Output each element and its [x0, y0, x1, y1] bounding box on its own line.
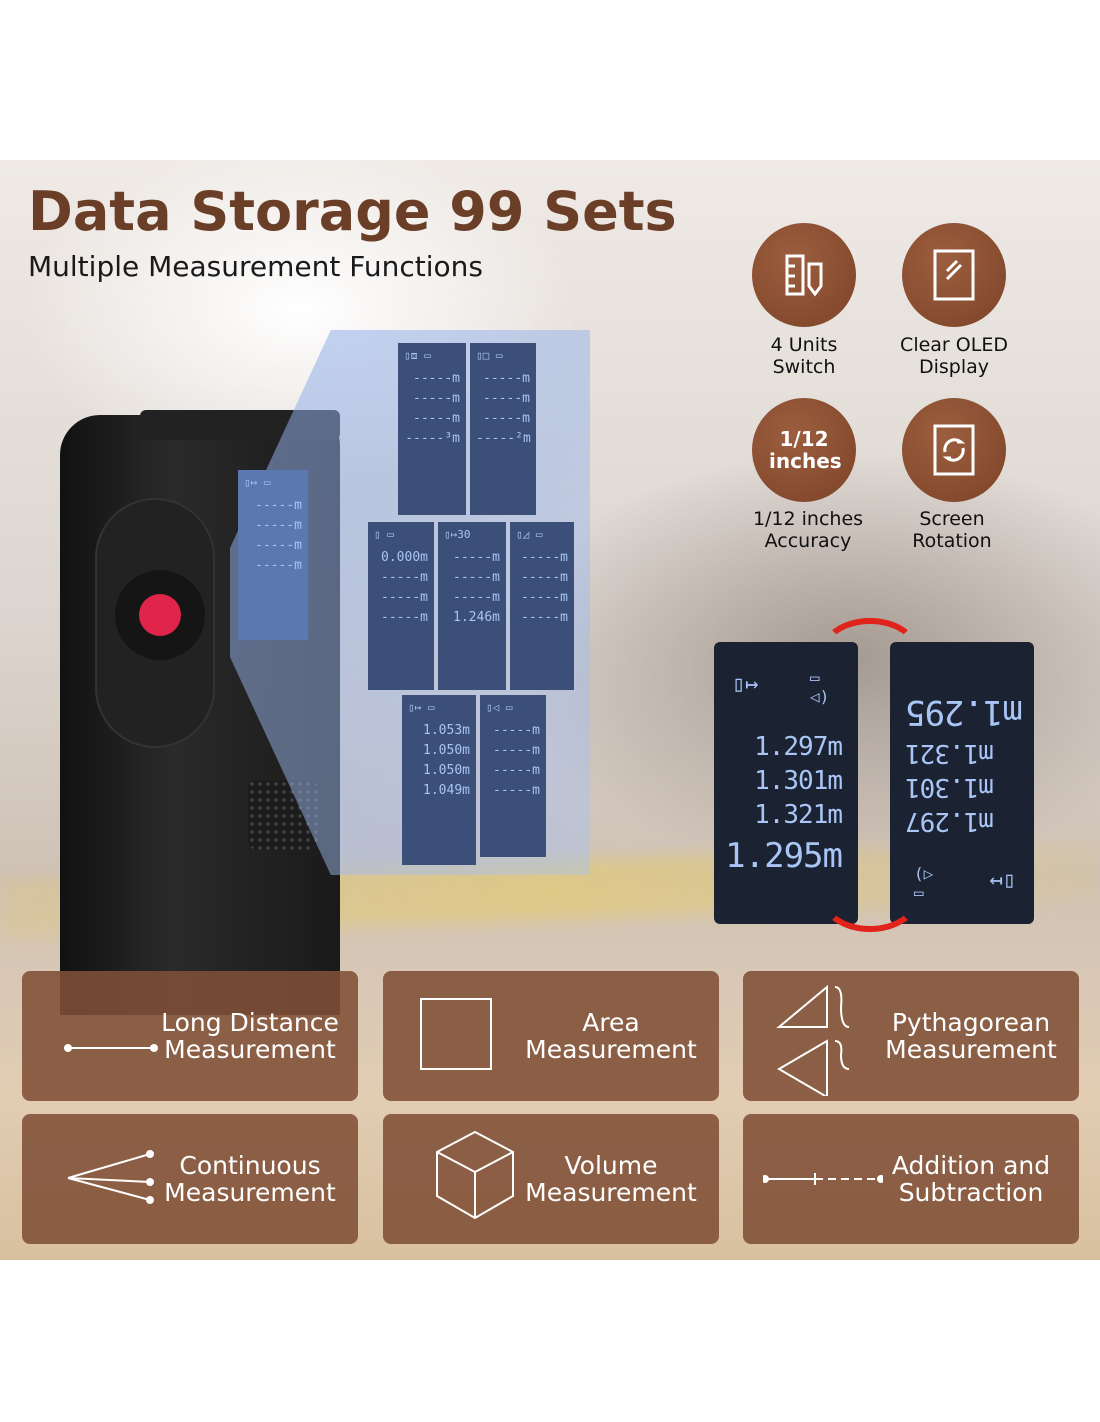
- stored-screen: ▯⧈ ▭-----m -----m -----m -----³m: [398, 343, 466, 515]
- rotation-arrow-bottom: [820, 862, 920, 932]
- device-keypad: [95, 498, 215, 748]
- stored-screen: ▯ ▭0.000m -----m -----m -----m: [368, 522, 434, 690]
- inch-accuracy-icon: 1/12 inches: [752, 398, 856, 502]
- mode-icon: ▯↦30: [444, 528, 471, 541]
- stored-screen: ▯□ ▭-----m -----m -----m -----²m: [470, 343, 536, 515]
- side-screen: ▯↦ ▭-----m -----m -----m -----m: [238, 470, 308, 640]
- reading: 1.301m: [754, 766, 843, 796]
- stored-screen: ▯◿ ▭-----m -----m -----m -----m: [510, 522, 574, 690]
- ruler-pencil-icon: [752, 223, 856, 327]
- battery-sound-icon: ▭◁): [810, 668, 830, 706]
- mode-icon: ▯↦: [732, 672, 759, 697]
- rotated-reading: m1.301: [906, 772, 994, 802]
- triangle-icon: [776, 984, 850, 1096]
- mode-icon: ▯↦ ▭: [408, 701, 435, 714]
- rotated-reading: m1.297: [906, 806, 994, 836]
- mode-icon: ▯⧈ ▭: [404, 349, 431, 362]
- page-subtitle: Multiple Measurement Functions: [28, 250, 483, 283]
- cube-icon: [436, 1130, 514, 1220]
- mode-icon: ↤▯: [989, 868, 1017, 893]
- stored-screen: ▯◁ ▭-----m -----m -----m -----m: [480, 695, 546, 857]
- mode-icon: ▯◿ ▭: [516, 528, 543, 541]
- fan-lines-icon: [67, 1150, 154, 1204]
- mode-icon: ▯↦ ▭: [244, 476, 271, 489]
- rotation-arrow-top: [820, 618, 920, 688]
- mode-icon: ▯◁ ▭: [486, 701, 513, 714]
- page-title: Data Storage 99 Sets: [28, 180, 677, 243]
- display-icon: [902, 223, 1006, 327]
- dashed-line-icon: [763, 1173, 883, 1185]
- meas-button: [139, 594, 181, 636]
- mode-icon: ▯ ▭: [374, 528, 394, 541]
- square-icon: [420, 998, 492, 1070]
- rotated-reading: m1.321: [906, 738, 994, 768]
- rotated-screen: m1.295 m1.321 m1.301 m1.297 (▷▭↤▯: [890, 642, 1034, 924]
- rotate-icon: [902, 398, 1006, 502]
- reading-main: 1.295m: [725, 836, 843, 876]
- rotated-reading-main: m1.295: [906, 692, 1023, 732]
- mode-icon: ▯□ ▭: [476, 349, 503, 362]
- reading: 1.297m: [754, 732, 843, 762]
- reading: 1.321m: [754, 800, 843, 830]
- line-icon: [64, 1044, 158, 1052]
- normal-screen: ▯↦ ▭◁) 1.297m 1.301m 1.321m 1.295m: [714, 642, 858, 924]
- stored-screen: ▯↦ ▭1.053m 1.050m 1.050m 1.049m: [402, 695, 476, 865]
- stored-screen: ▯↦30-----m -----m -----m 1.246m: [438, 522, 506, 690]
